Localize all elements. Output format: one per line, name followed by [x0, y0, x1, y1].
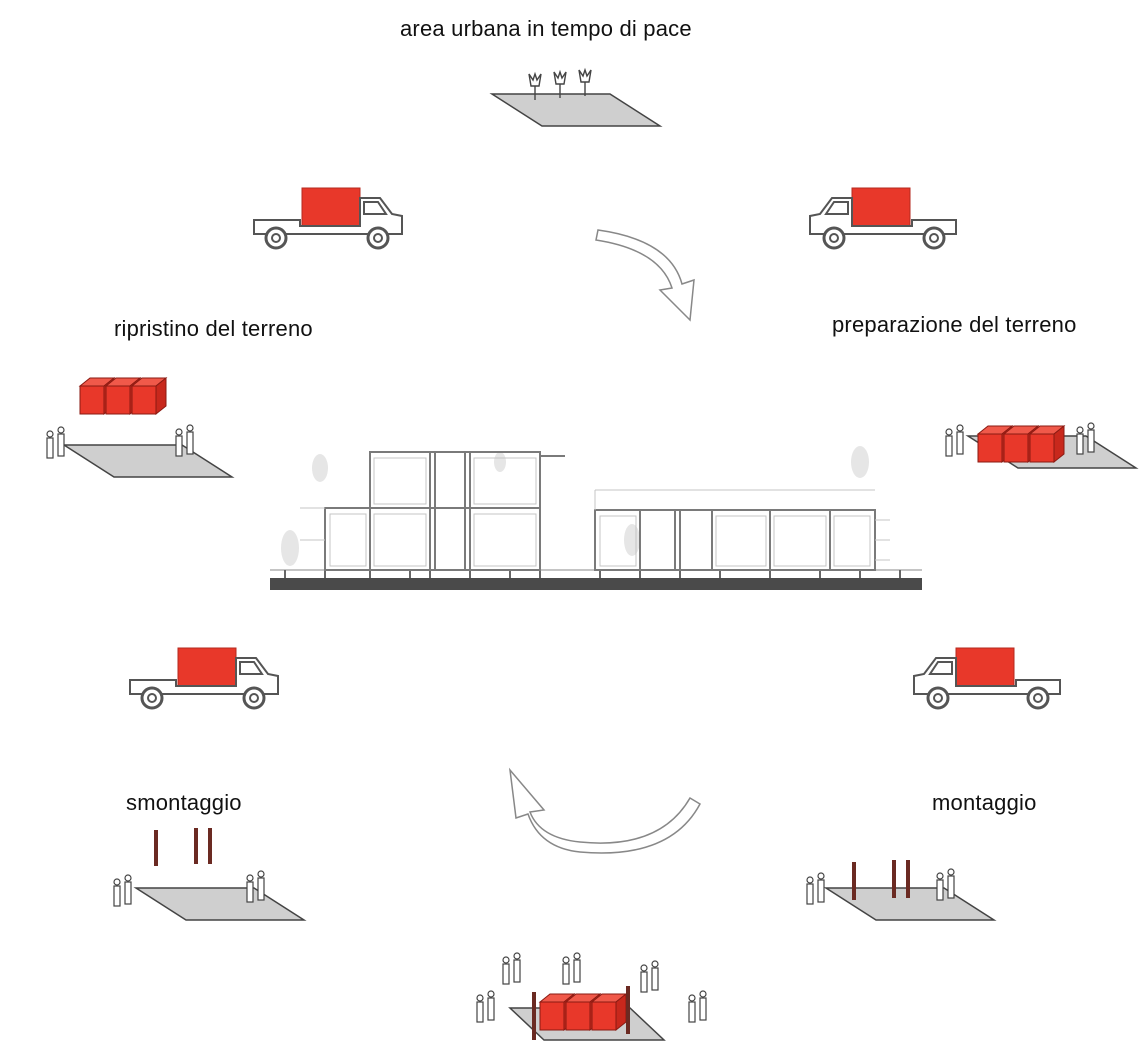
label-peace: area urbana in tempo di pace: [400, 16, 692, 41]
cycle-arrow-icon: [508, 767, 701, 854]
preparation-plot-icon: [945, 422, 1137, 469]
restoration-plot-icon: [46, 377, 233, 478]
truck-icon: [808, 186, 958, 250]
label-preparation: preparazione del terreno: [832, 312, 1077, 337]
assembled-plot-icon: [476, 952, 707, 1041]
cycle-arrow-icon: [595, 229, 695, 322]
assembly-plot-icon: [806, 860, 995, 921]
label-restoration: ripristino del terreno: [114, 316, 313, 341]
building-elevation: [270, 446, 922, 590]
peace-plot-icon: [491, 69, 661, 127]
truck-icon: [252, 186, 404, 250]
disassembly-plot-icon: [113, 828, 305, 921]
label-assembly: montaggio: [932, 790, 1037, 815]
truck-icon: [912, 646, 1062, 710]
label-disassembly: smontaggio: [126, 790, 242, 815]
truck-icon: [128, 646, 280, 710]
